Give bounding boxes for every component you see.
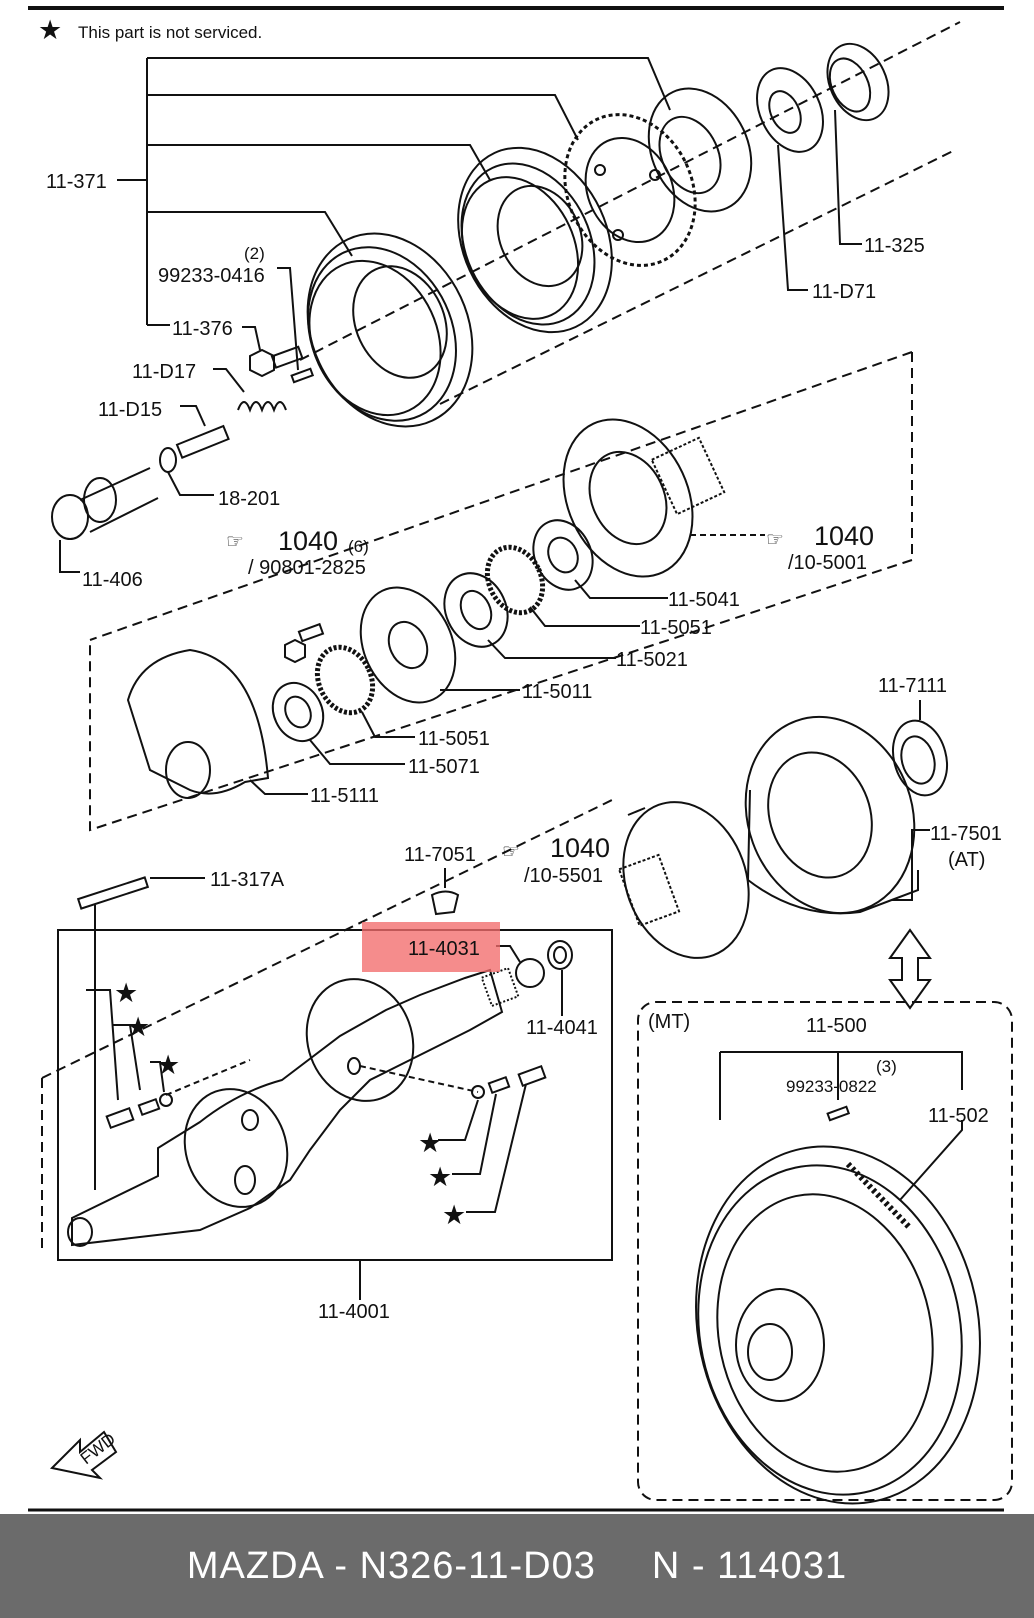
not-serviced-markers: ★ ★ ★ ★ ★ ★	[114, 978, 466, 1230]
star-icon: ★	[156, 1050, 180, 1080]
footer-reference: N - 114031	[651, 1544, 848, 1587]
ref-1040-a-sub[interactable]: / 90801-2825	[248, 557, 366, 579]
ref-1040-a-qty: (6)	[348, 537, 369, 556]
footer-part-number: MAZDA - N326-11-D03	[186, 1544, 596, 1587]
ref-1040-c[interactable]: 1040	[550, 833, 610, 863]
flywheel-drawing	[637, 1001, 1013, 1505]
label-11-5011[interactable]: 11-5011	[522, 681, 592, 703]
label-11-7111[interactable]: 11-7111	[878, 675, 947, 697]
label-qty-3: (3)	[876, 1057, 897, 1076]
star-icon: ★	[114, 978, 138, 1008]
part-labels: 11-371 (2) 99233-0416 11-376 11-D17 11-D…	[46, 171, 1002, 1323]
label-11-502[interactable]: 11-502	[928, 1105, 989, 1127]
label-11-317A[interactable]: 11-317A	[210, 869, 285, 891]
label-11-D71[interactable]: 11-D71	[812, 281, 876, 303]
balancer-assembly-drawing	[89, 351, 913, 832]
fwd-arrow-icon	[49, 1430, 118, 1480]
star-icon: ★	[126, 1012, 150, 1042]
label-11-325[interactable]: 11-325	[864, 235, 925, 257]
label-11-5071[interactable]: 11-5071	[408, 756, 480, 778]
label-11-7501[interactable]: 11-7501	[930, 823, 1002, 845]
star-icon: ★	[418, 1128, 442, 1158]
ref-1040-a[interactable]: 1040	[278, 526, 338, 556]
label-99233-0416[interactable]: 99233-0416	[158, 265, 265, 287]
label-11-4041[interactable]: 11-4041	[526, 1017, 598, 1039]
label-mt: (MT)	[648, 1011, 690, 1033]
highlight-box	[362, 922, 500, 972]
label-18-201[interactable]: 18-201	[218, 488, 280, 510]
star-icon: ★	[428, 1162, 452, 1192]
label-11-5111[interactable]: 11-5111	[310, 785, 379, 807]
ref-1040-b[interactable]: 1040	[814, 521, 874, 551]
label-11-D17[interactable]: 11-D17	[132, 361, 196, 383]
label-99233-0822[interactable]: 99233-0822	[786, 1077, 877, 1096]
crankshaft-drawing	[41, 799, 613, 1300]
label-11-406[interactable]: 11-406	[82, 569, 143, 591]
ref-1040-c-sub[interactable]: /10-5501	[524, 865, 603, 887]
hand-pointer-icon: ☞	[502, 841, 520, 863]
label-11-D15[interactable]: 11-D15	[98, 399, 162, 421]
ref-1040-b-sub[interactable]: /10-5001	[788, 552, 867, 574]
label-11-5051-b[interactable]: 11-5051	[418, 728, 490, 750]
hand-pointer-icon: ☞	[226, 531, 244, 553]
footer-bar: MAZDA - N326-11-D03 N - 114031	[0, 1514, 1034, 1618]
note-text: This part is not serviced.	[78, 23, 262, 42]
label-11-371[interactable]: 11-371	[46, 171, 107, 193]
label-qty-2: (2)	[244, 244, 265, 263]
label-11-4001[interactable]: 11-4001	[318, 1301, 390, 1323]
label-11-5021[interactable]: 11-5021	[616, 649, 688, 671]
label-at: (AT)	[948, 849, 985, 871]
fwd-label: FWD	[77, 1429, 119, 1468]
label-11-376[interactable]: 11-376	[172, 318, 233, 340]
label-11-4031[interactable]: 11-4031	[408, 938, 480, 960]
label-11-5041[interactable]: 11-5041	[668, 589, 740, 611]
pulley-assembly-drawing	[51, 21, 961, 573]
star-icon: ★	[38, 15, 62, 45]
not-serviced-note: ★ This part is not serviced.	[38, 15, 262, 45]
label-11-500[interactable]: 11-500	[806, 1015, 867, 1037]
torque-plate-drawing	[617, 700, 948, 1010]
star-icon: ★	[442, 1200, 466, 1230]
label-11-7051[interactable]: 11-7051	[404, 844, 476, 866]
exploded-parts-diagram: ★ This part is not serviced.	[28, 6, 1013, 1512]
label-11-5051-a[interactable]: 11-5051	[640, 617, 712, 639]
hand-pointer-icon: ☞	[766, 529, 784, 551]
